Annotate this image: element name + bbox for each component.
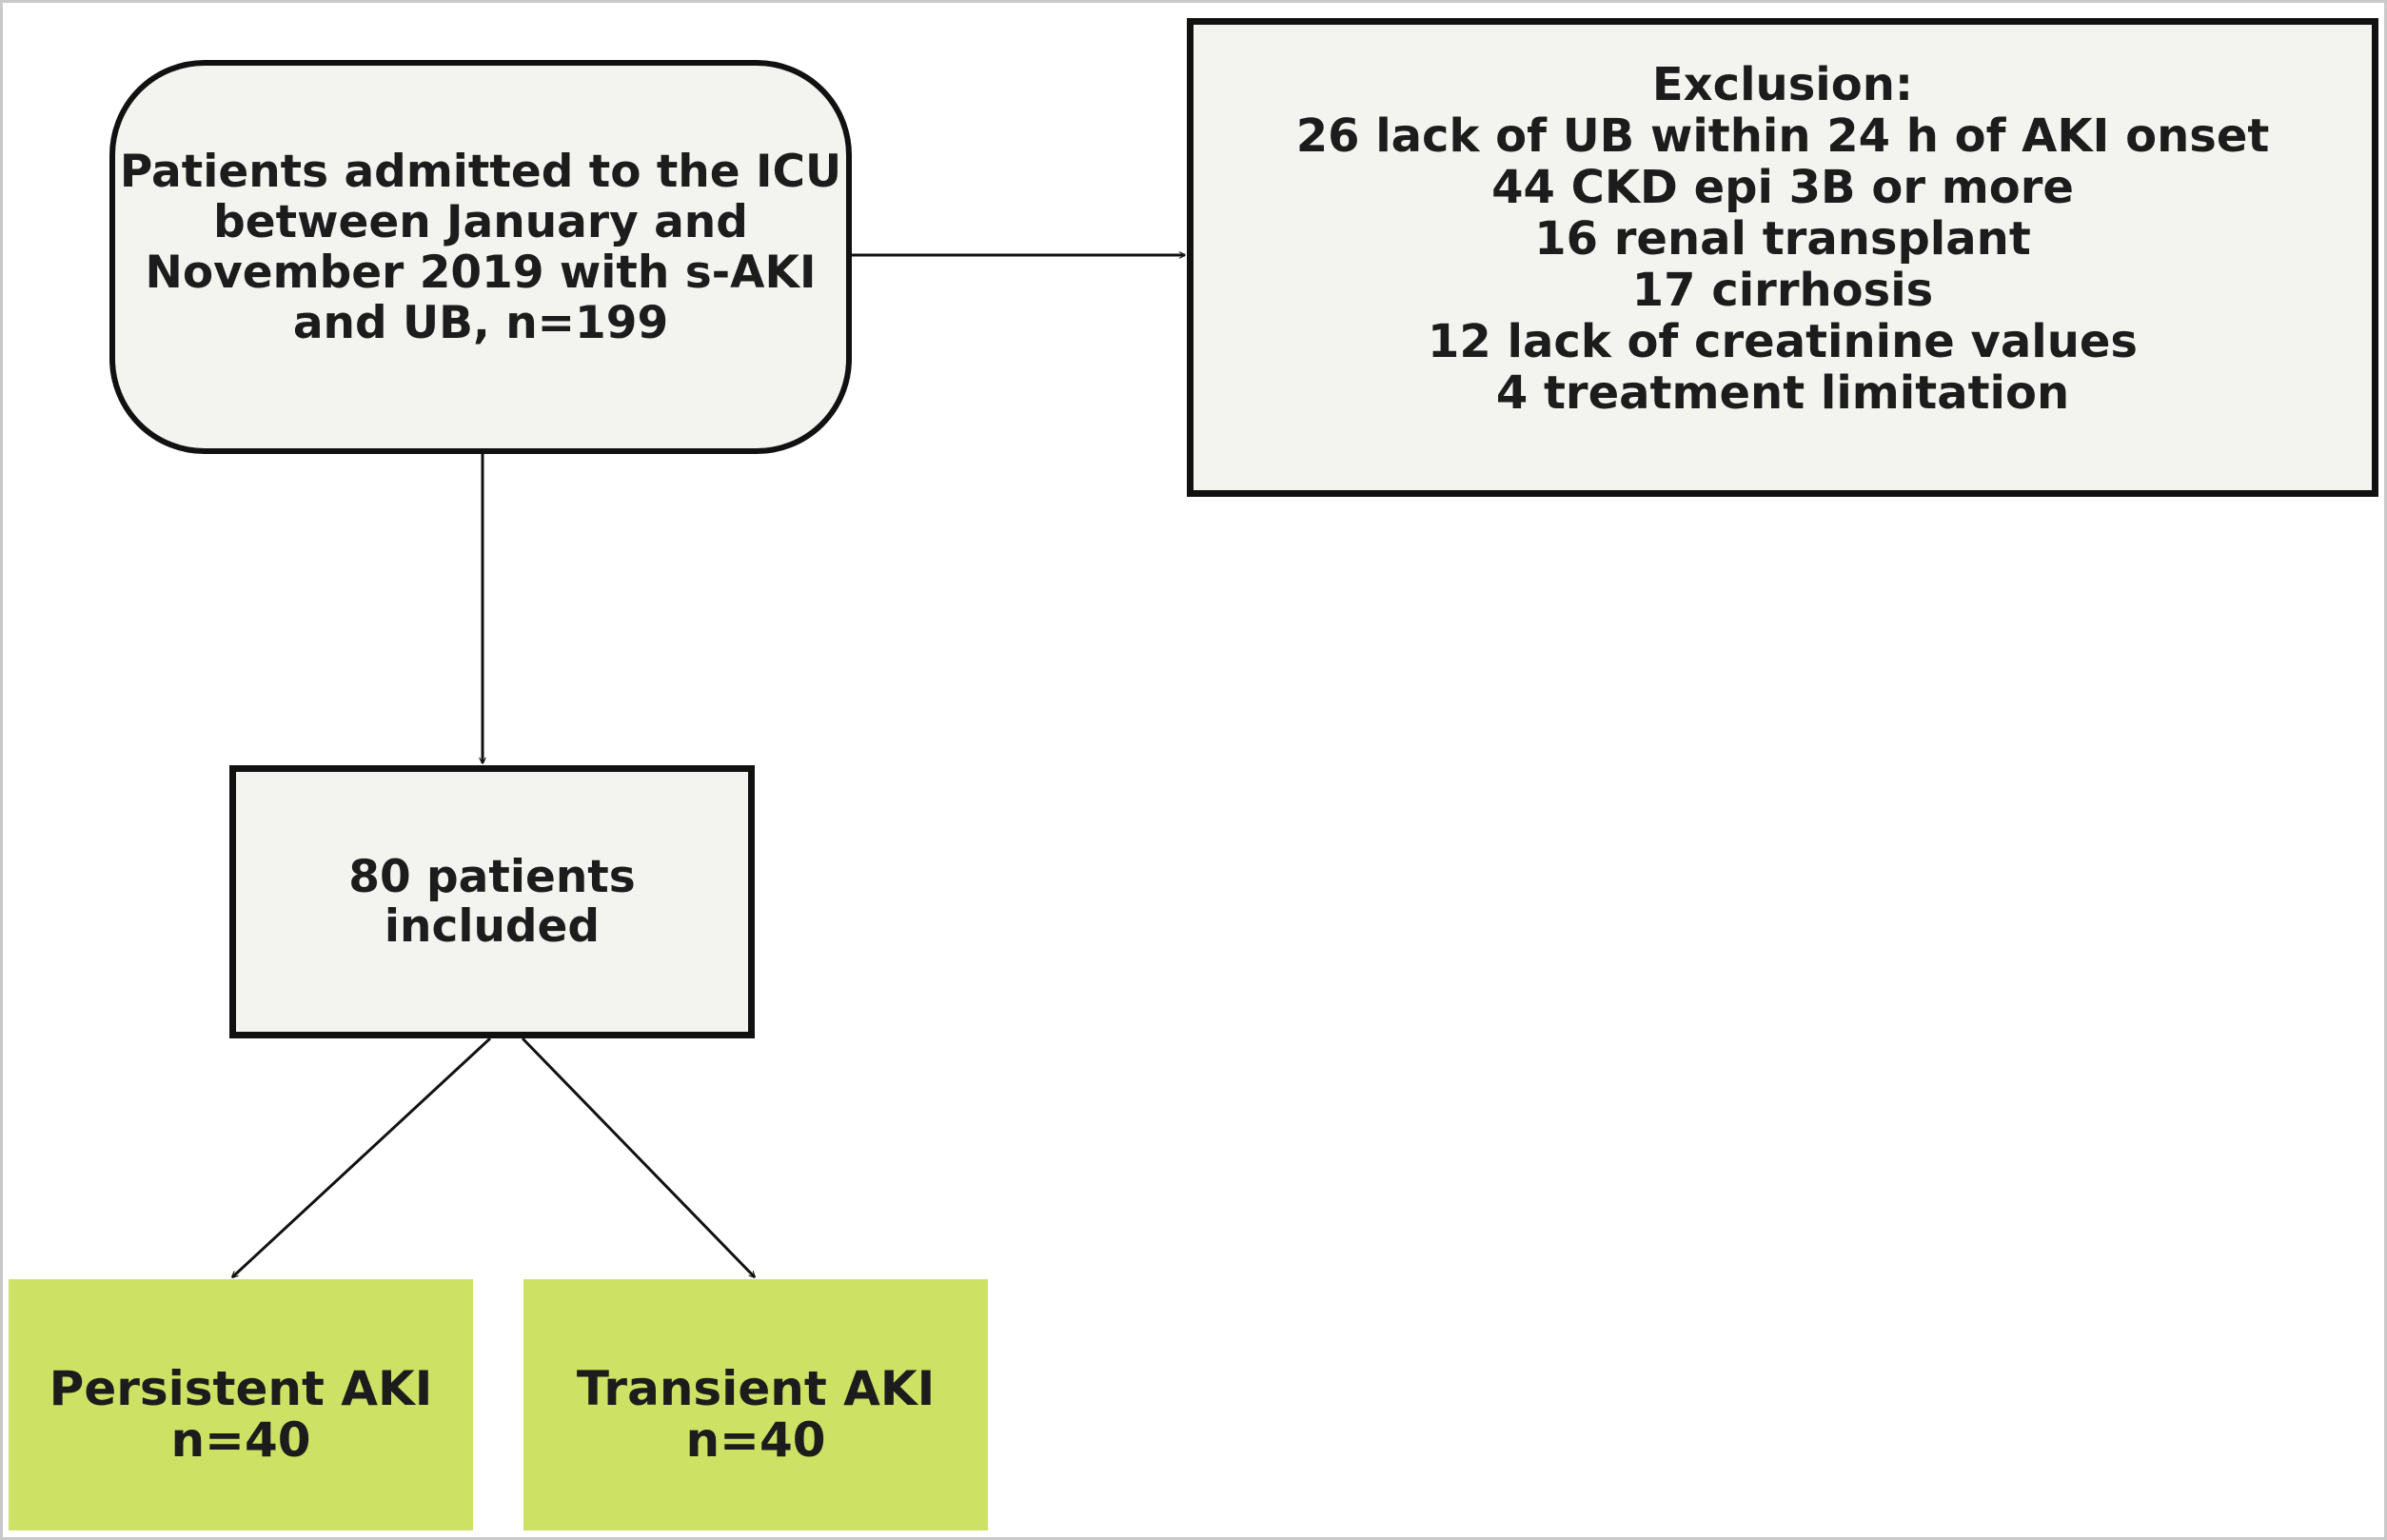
exclusion-box: Exclusion: 26 lack of UB within 24 h of … xyxy=(1187,18,2378,497)
exclusion-item: 16 renal transplant xyxy=(1534,212,2031,266)
exclusion-heading: Exclusion: xyxy=(1651,58,1914,111)
exclusion-item: 12 lack of creatinine values xyxy=(1428,315,2138,368)
start-box-line: and UB, n=199 xyxy=(292,297,669,349)
included-box-line: 80 patients xyxy=(348,850,636,903)
exclusion-item: 4 treatment limitation xyxy=(1495,366,2070,420)
start-box-line: November 2019 with s-AKI xyxy=(145,247,817,299)
start-box: Patients admitted to the ICU between Jan… xyxy=(109,60,852,454)
exclusion-item: 44 CKD epi 3B or more xyxy=(1491,161,2074,214)
start-box-line: Patients admitted to the ICU xyxy=(119,146,842,198)
persistent-aki-box: Persistent AKI n=40 xyxy=(9,1279,473,1530)
included-box-line: included xyxy=(384,899,601,953)
persistent-aki-label: Persistent AKI xyxy=(49,1361,433,1416)
transient-aki-label: Transient AKI xyxy=(576,1361,936,1416)
exclusion-item: 26 lack of UB within 24 h of AKI onset xyxy=(1295,109,2270,163)
persistent-aki-count: n=40 xyxy=(170,1412,311,1468)
transient-aki-box: Transient AKI n=40 xyxy=(523,1279,988,1530)
transient-aki-count: n=40 xyxy=(685,1412,826,1468)
exclusion-item: 17 cirrhosis xyxy=(1631,264,1934,317)
start-box-line: between January and xyxy=(213,196,748,248)
included-box: 80 patients included xyxy=(229,765,755,1038)
